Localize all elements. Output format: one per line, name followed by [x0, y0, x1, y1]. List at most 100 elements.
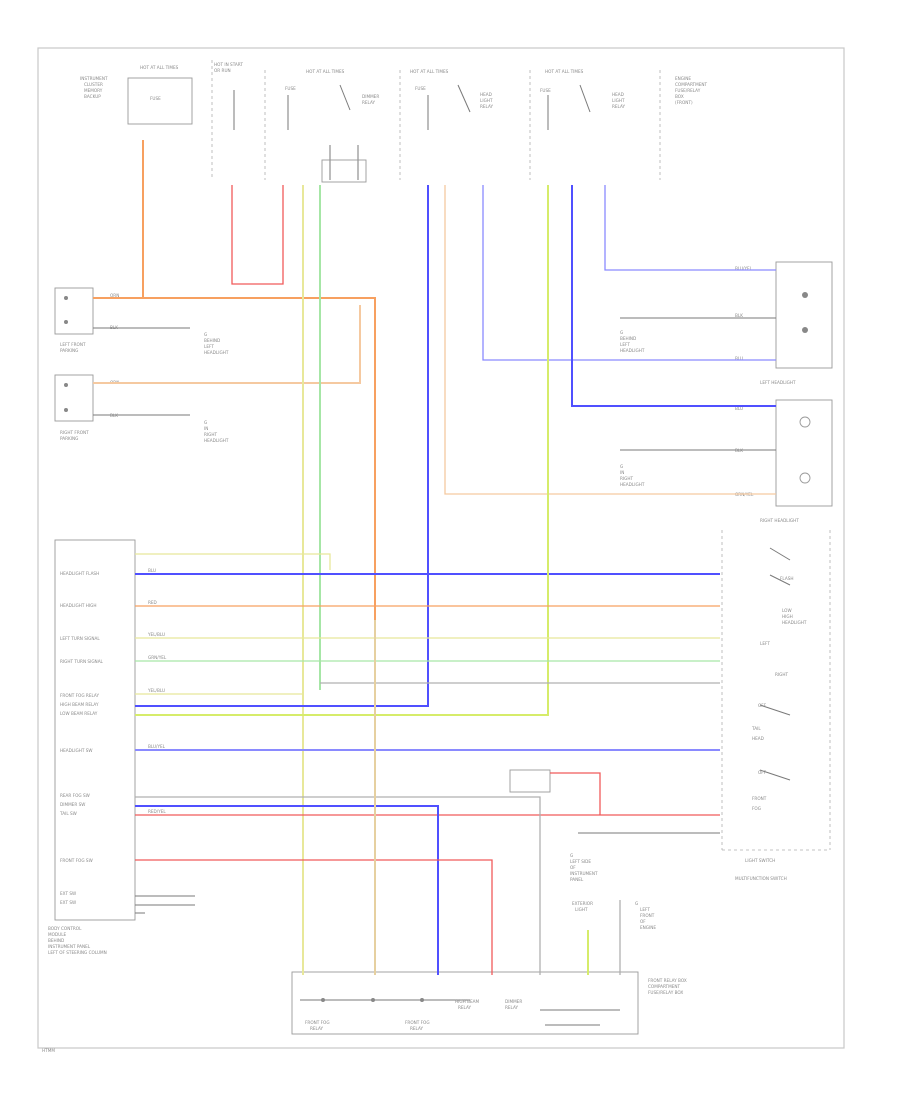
switch-label: LEFT [760, 641, 770, 646]
lamp-sub: PARKING [60, 348, 78, 353]
switch-label: HIGH [782, 614, 793, 619]
wire-red-top [231, 185, 284, 285]
fuse-label: RELAY [612, 104, 626, 109]
relay-label: BOX [675, 94, 684, 99]
relay-label: FUSE/RELAY [675, 88, 701, 93]
wire-color-label: ORN [110, 293, 119, 298]
bcm-footer: BEHIND [48, 938, 64, 943]
fuse-label: BACKUP [84, 94, 101, 99]
bcm-pin-label: TAIL SW [59, 811, 77, 816]
ground-label: G [204, 332, 207, 337]
ground-label: HEADLIGHT [620, 348, 645, 353]
fuse-label: FUSE [415, 86, 426, 91]
relay-group-label: ENGINE COMPARTMENT FUSE/RELAY BOX (FRONT… [675, 76, 708, 105]
page-code: HTMM [42, 1048, 55, 1053]
wire-lightorange-parking-right [93, 305, 361, 384]
relay-box-label: COMPARTMENT [648, 984, 681, 989]
ground-label: G [620, 330, 623, 335]
ground-label: HEADLIGHT [204, 438, 229, 443]
ground-label: G [635, 901, 638, 906]
wire-red-front-fog-sw [135, 859, 493, 975]
headlight-title: RIGHT HEADLIGHT [760, 518, 799, 523]
ground-label: HEADLIGHT [204, 350, 229, 355]
bcm-pin-label: LEFT TURN SIGNAL [60, 636, 100, 641]
switch-label: FRONT [752, 796, 767, 801]
fuse-label: LIGHT [612, 98, 625, 103]
wire-red-rear-fog-up [550, 772, 601, 815]
fuse-label: FUSE [540, 88, 551, 93]
fuse-block-headlight-left: HOT AT ALL TIMES FUSE HEAD LIGHT RELAY [399, 69, 494, 180]
relay-label: FRONT FOG [305, 1020, 330, 1025]
right-front-parking-lamp: RIGHT FRONT PARKING ORN BLK G IN RIGHT H… [54, 374, 229, 443]
multifunction-switch: FLASH LOW HIGH HEADLIGHT LEFT RIGHT OFF … [570, 530, 831, 882]
wire-orange-right-headlight [444, 185, 776, 495]
relay-label: RELAY [410, 1026, 424, 1031]
bcm-pin-label: HEADLIGHT SW [60, 748, 93, 753]
wire-color-label: RED/YEL [148, 809, 166, 814]
fuse-label: CLUSTER [84, 82, 103, 87]
fuse-label: MEMORY [84, 88, 103, 93]
body-control-module: HEADLIGHT FLASH HEADLIGHT HIGH LEFT TURN… [48, 539, 195, 955]
fuse-label: LIGHT [480, 98, 493, 103]
wire-color-label: YEL/BLU [147, 632, 165, 637]
wire-color-labels: BLU RED YEL/BLU GRN/YEL YEL/BLU BLU/YEL … [147, 568, 167, 814]
bcm-pin-label: RIGHT TURN SIGNAL [60, 659, 104, 664]
ground-label: G [204, 420, 207, 425]
wire-color-label: BLU/YEL [148, 744, 166, 749]
wire-blue-left-headlight-low [482, 185, 776, 361]
wire-ygreen-low-beam-relay [135, 185, 549, 716]
ground-label: RIGHT [620, 476, 634, 481]
bcm-footer: MODULE [48, 932, 67, 937]
fuse-label: OR RUN [214, 68, 231, 73]
relay-label: RELAY [505, 1005, 519, 1010]
relay-label: RELAY [310, 1026, 324, 1031]
relay-label: COMPARTMENT [675, 82, 708, 87]
ground-label: LEFT [620, 342, 630, 347]
ground-label: FRONT [640, 913, 655, 918]
fuse-label: FUSE [150, 96, 161, 101]
relay-label: ENGINE [675, 76, 691, 81]
wire-color-label: BLU/YEL [735, 266, 753, 271]
switch-label: OFF [758, 703, 767, 708]
relay-label: RELAY [458, 1005, 472, 1010]
bcm-footer: BODY CONTROL [48, 926, 82, 931]
switch-label: TAIL [751, 726, 761, 731]
relay-label: HIGH BEAM [455, 999, 479, 1004]
ground-label: OF [640, 919, 646, 924]
fuse-label: INSTRUMENT [80, 76, 108, 81]
relay-label: FRONT FOG [405, 1020, 430, 1025]
wire-color-label: BLK [735, 313, 743, 318]
relay-label: DIMMER [505, 999, 522, 1004]
wire-yellow-bcm-loop [135, 553, 331, 570]
fuse-heading: HOT IN START [214, 62, 243, 67]
front-relay-box: FRONT FOG RELAY FRONT FOG RELAY HIGH BEA… [291, 769, 687, 1035]
lamp-title: RIGHT FRONT [60, 430, 89, 435]
fuse-block-dimmer: HOT AT ALL TIMES FUSE DIMMER RELAY [264, 69, 379, 183]
bcm-pin-label: REAR FOG SW [60, 793, 90, 798]
ground-label: BEHIND [204, 338, 220, 343]
bcm-pin-label: EXT SW [60, 900, 76, 905]
ground-label: LEFT [204, 344, 214, 349]
bcm-pin-label: HEADLIGHT FLASH [60, 571, 99, 576]
bcm-pin-label: HEADLIGHT HIGH [60, 603, 97, 608]
ground-label: INSTRUMENT [570, 871, 598, 876]
ground-label: RIGHT [204, 432, 218, 437]
fuse-label: RELAY [362, 100, 376, 105]
bcm-pin-label: FRONT FOG RELAY [60, 693, 99, 698]
wire-color-label: RED [148, 600, 157, 605]
lamp-sub: PARKING [60, 436, 78, 441]
switch-label: RIGHT [775, 672, 789, 677]
wire-blue-right-headlight-top [571, 185, 776, 407]
left-headlight: LEFT HEADLIGHT BLU/YEL BLK BLU G BEHIND … [620, 261, 833, 385]
light-switch-title: LIGHT SWITCH [745, 858, 775, 863]
bcm-pin-label: FRONT FOG SW [60, 858, 93, 863]
fuse-heading: HOT AT ALL TIMES [306, 69, 345, 74]
switch-label: FLASH [780, 576, 794, 581]
diagram-frame [37, 47, 845, 1049]
ground-label: LEFT [640, 907, 650, 912]
exterior-light-label: EXTERIOR [572, 901, 593, 906]
switch-label: LOW [782, 608, 792, 613]
fuse-label: RELAY [480, 104, 494, 109]
bcm-footer: LEFT OF STEERING COLUMN [48, 950, 107, 955]
fuse-block-start: HOT IN START OR RUN [211, 60, 243, 180]
